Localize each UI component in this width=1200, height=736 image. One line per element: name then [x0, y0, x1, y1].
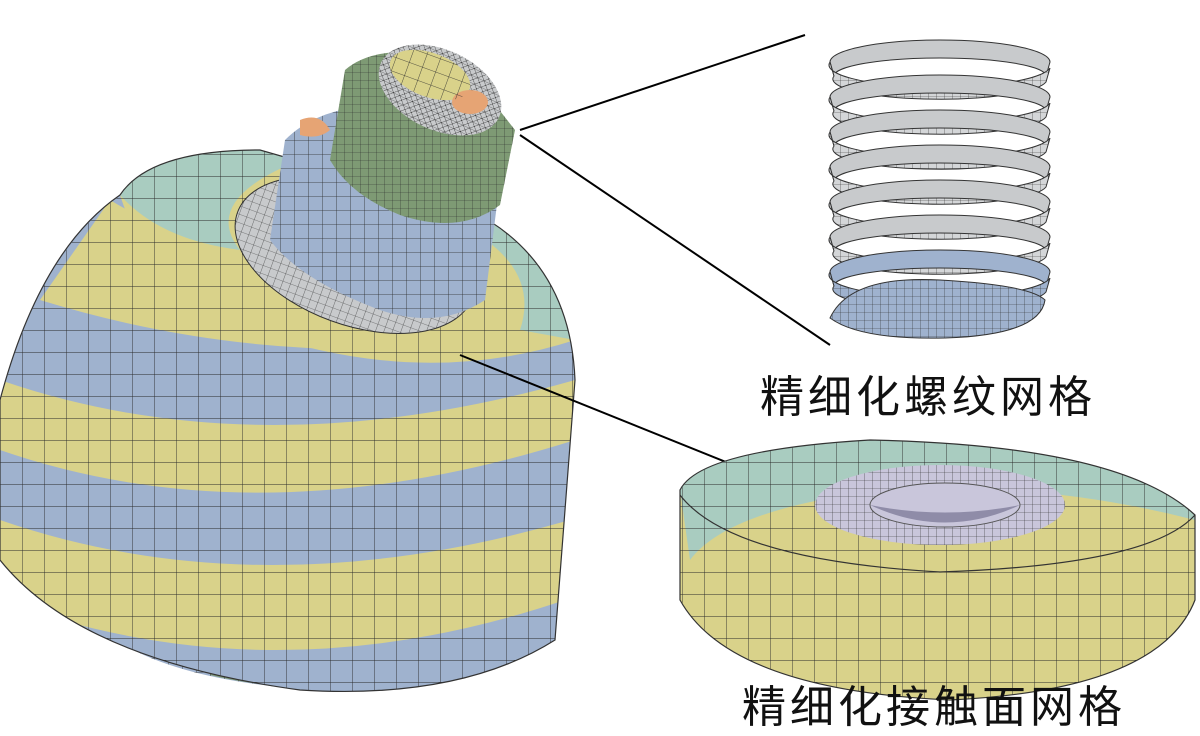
- thread-coil-turn: [829, 109, 1051, 147]
- thread-coil-turn: [829, 214, 1051, 252]
- thread-coil-turn: [829, 249, 1051, 287]
- bolt-assembly-mesh: [0, 44, 576, 692]
- thread-coil-turn: [829, 179, 1051, 217]
- thread-coil-turn: [829, 74, 1051, 112]
- thread-coil-turn: [829, 39, 1051, 77]
- leader-line-thread-upper: [519, 34, 806, 131]
- caption-thread-mesh: 精细化螺纹网格: [760, 372, 1096, 423]
- thread-coil-turn: [829, 144, 1051, 182]
- caption-contact-mesh: 精细化接触面网格: [742, 682, 1126, 733]
- contact-washer-mesh: [679, 439, 1196, 701]
- thread-head: [330, 44, 515, 223]
- leader-line-thread-lower: [519, 134, 831, 346]
- thread-coil-mesh: [828, 39, 1051, 339]
